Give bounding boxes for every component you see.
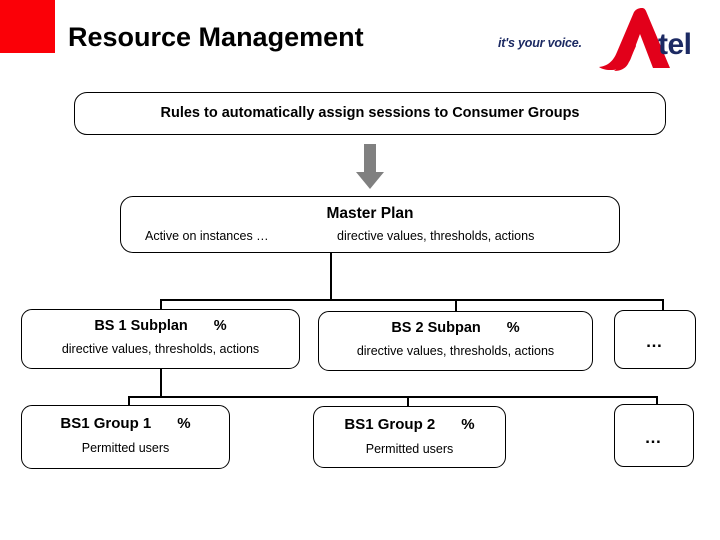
- group-1-title-row: BS1 Group 1%: [22, 415, 229, 432]
- logo-wordmark: tel: [658, 28, 692, 61]
- subplan-1-sub: directive values, thresholds, actions: [61, 342, 260, 356]
- rules-banner-label: Rules to automatically assign sessions t…: [160, 105, 580, 121]
- group-node-2: BS1 Group 2% Permitted users: [313, 406, 506, 468]
- group-more-ellipsis: …: [644, 428, 664, 447]
- subplan-node-2: BS 2 Subpan% directive values, threshold…: [318, 311, 593, 371]
- subplan-1-percent: %: [213, 318, 227, 334]
- connector-bus-subplans: [160, 299, 664, 301]
- connector-subplan1-down: [160, 369, 162, 398]
- connector-stub-group-more: [656, 396, 658, 406]
- subplan-2-sub: directive values, thresholds, actions: [356, 344, 555, 358]
- group-1-sub: Permitted users: [81, 441, 170, 455]
- connector-stub-group-1: [128, 396, 130, 407]
- subplan-1-title: BS 1 Subplan: [94, 318, 188, 334]
- group-2-title: BS1 Group 2: [344, 416, 436, 433]
- mtel-logo: it's your voice. tel: [495, 8, 710, 78]
- logo-m-mark-icon: [599, 8, 670, 71]
- master-plan-right-text: directive values, thresholds, actions: [337, 229, 535, 243]
- master-plan-node: Master Plan Active on instances … direct…: [120, 196, 620, 253]
- master-plan-title: Master Plan: [326, 205, 414, 222]
- subplan-1-title-row: BS 1 Subplan%: [22, 318, 299, 334]
- group-2-percent: %: [461, 416, 475, 433]
- group-1-title: BS1 Group 1: [60, 415, 152, 432]
- connector-stub-group-2: [407, 396, 409, 408]
- subplan-2-title-row: BS 2 Subpan%: [319, 320, 592, 336]
- subplan-node-more: …: [614, 310, 696, 369]
- down-arrow-icon: [356, 144, 384, 189]
- connector-stub-subplan-1: [160, 299, 162, 311]
- group-node-more: …: [614, 404, 694, 467]
- page-title: Resource Management: [68, 22, 364, 52]
- master-plan-left-text: Active on instances …: [145, 229, 269, 243]
- connector-stub-subplan-2: [455, 299, 457, 313]
- rules-banner-node: Rules to automatically assign sessions t…: [74, 92, 666, 135]
- group-2-title-row: BS1 Group 2%: [314, 416, 505, 433]
- connector-stub-subplan-more: [662, 299, 664, 312]
- logo-tagline: it's your voice.: [498, 36, 582, 50]
- subplan-2-title: BS 2 Subpan: [391, 320, 481, 336]
- subplan-node-1: BS 1 Subplan% directive values, threshol…: [21, 309, 300, 369]
- connector-bus-groups: [128, 396, 658, 398]
- group-node-1: BS1 Group 1% Permitted users: [21, 405, 230, 469]
- accent-red-block: [0, 0, 55, 53]
- group-2-sub: Permitted users: [365, 442, 454, 456]
- subplan-more-ellipsis: …: [645, 332, 665, 351]
- subplan-2-percent: %: [506, 320, 520, 336]
- group-1-percent: %: [177, 415, 191, 432]
- connector-master-down: [330, 253, 332, 300]
